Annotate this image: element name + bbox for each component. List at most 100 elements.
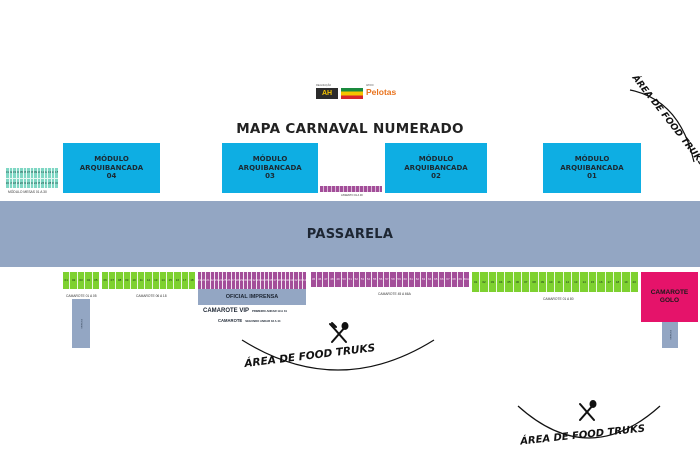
seat[interactable]: 11 <box>555 272 564 292</box>
seat[interactable]: 36 <box>269 272 274 289</box>
modulo-arquibancada-01[interactable]: MÓDULO ARQUIBANCADA 01 <box>543 143 641 193</box>
seat[interactable]: 26 <box>41 178 45 188</box>
seat[interactable]: 11 <box>138 272 146 289</box>
seat[interactable]: 03 <box>13 168 17 178</box>
seat[interactable]: 01 <box>472 272 481 292</box>
seat[interactable]: 20 <box>20 178 24 188</box>
seat[interactable]: 14 <box>160 272 168 289</box>
seat[interactable]: 16 <box>597 272 606 292</box>
seat[interactable]: 63 <box>421 272 428 287</box>
seat[interactable]: 30 <box>55 180 58 185</box>
seat[interactable]: 26 <box>227 272 232 289</box>
seat[interactable]: 28 <box>48 178 52 188</box>
seat[interactable]: 15 <box>55 170 58 175</box>
seat[interactable]: 40 <box>286 272 291 289</box>
seat[interactable]: 12 <box>45 168 49 178</box>
seat[interactable]: 06 <box>514 272 523 292</box>
seat[interactable]: 15 <box>589 272 598 292</box>
seat[interactable]: 17 <box>182 272 189 289</box>
seat[interactable]: 29 <box>240 272 245 289</box>
seat[interactable]: 12 <box>145 272 153 289</box>
seat[interactable]: 03 <box>78 272 86 289</box>
modulo-arquibancada-04[interactable]: MÓDULO ARQUIBANCADA 04 <box>63 143 160 193</box>
camarote-golo[interactable]: CAMAROTE GOLO <box>641 272 698 322</box>
seat[interactable]: 18 <box>614 272 623 292</box>
seat[interactable]: 18 <box>190 278 194 282</box>
seat[interactable]: 01 <box>6 168 10 178</box>
seat[interactable]: 56 <box>378 272 385 287</box>
seat[interactable]: 30 <box>244 272 249 289</box>
modulo-arquibancada-03[interactable]: MÓDULO ARQUIBANCADA 03 <box>222 143 318 193</box>
seat[interactable]: 08 <box>31 168 35 178</box>
seat[interactable]: 68 <box>452 272 458 287</box>
seat[interactable]: 05 <box>505 272 514 292</box>
seat[interactable]: 16 <box>174 272 182 289</box>
seat[interactable]: 33 <box>257 272 261 289</box>
seat[interactable]: 10 <box>547 272 556 292</box>
seat[interactable]: 61 <box>409 272 415 287</box>
seat[interactable]: 07 <box>27 168 31 178</box>
seat[interactable]: 22 <box>211 272 215 289</box>
seat[interactable]: 20 <box>632 279 636 284</box>
seat[interactable]: 10 <box>131 272 139 289</box>
seat[interactable]: 37 <box>273 272 278 289</box>
seat[interactable]: 15 <box>167 272 175 289</box>
seat[interactable]: 44 <box>302 278 306 282</box>
seat[interactable]: 47 <box>323 272 330 287</box>
seat[interactable]: 09 <box>124 272 131 289</box>
seat[interactable]: 45 <box>311 272 318 287</box>
seat[interactable]: 42 <box>294 272 299 289</box>
seat[interactable]: 06 <box>24 168 28 178</box>
seat[interactable]: 13 <box>48 168 52 178</box>
seat[interactable]: 03 <box>489 272 498 292</box>
seat[interactable]: 54 <box>366 272 373 287</box>
seat[interactable]: 11 <box>41 168 45 178</box>
seat[interactable]: 23 <box>215 272 219 289</box>
seat[interactable]: 18 <box>13 178 17 188</box>
seat[interactable]: 09 <box>539 272 548 292</box>
seat[interactable]: 12 <box>564 272 573 292</box>
seat[interactable]: 52 <box>354 272 360 287</box>
seat[interactable]: 34 <box>261 272 265 289</box>
seat[interactable]: 24 <box>219 272 224 289</box>
seat[interactable]: 17 <box>10 178 14 188</box>
seat[interactable]: 59 <box>397 272 403 287</box>
seat[interactable]: 14 <box>580 272 589 292</box>
seat[interactable]: 19 <box>198 272 203 289</box>
seat[interactable]: 60 <box>403 272 409 287</box>
seat[interactable]: 05 <box>20 168 24 178</box>
seat[interactable]: 66 <box>439 272 446 287</box>
seat[interactable]: 48 <box>329 272 336 287</box>
seat[interactable]: 32 <box>252 272 257 289</box>
small-seat-block[interactable] <box>320 186 382 192</box>
seat[interactable]: 66A <box>463 277 469 281</box>
seat[interactable]: 38 <box>278 272 282 289</box>
seat[interactable]: 50 <box>342 272 348 287</box>
seat[interactable]: 02 <box>10 168 14 178</box>
seat[interactable]: 04 <box>17 168 21 178</box>
seat[interactable]: 10 <box>38 168 42 178</box>
seat[interactable]: 65 <box>433 272 440 287</box>
seat[interactable]: 07 <box>522 272 531 292</box>
seat[interactable]: 39 <box>282 272 286 289</box>
seat[interactable]: 55 <box>372 272 379 287</box>
seat[interactable]: 06 <box>102 272 110 289</box>
seat[interactable]: 25 <box>223 272 228 289</box>
seat[interactable]: 16 <box>6 178 10 188</box>
seat[interactable]: 05 <box>94 278 98 282</box>
seat[interactable]: 02 <box>480 272 489 292</box>
seat[interactable]: 43 <box>299 272 303 289</box>
seat[interactable]: 13 <box>153 272 160 289</box>
seat[interactable]: 24 <box>34 178 38 188</box>
seat[interactable]: 14 <box>52 168 56 178</box>
seat[interactable]: 07 <box>109 272 117 289</box>
seat[interactable]: 31 <box>248 272 253 289</box>
seat[interactable]: 20 <box>202 272 207 289</box>
seat[interactable]: 08 <box>116 272 124 289</box>
seat[interactable]: 13 <box>572 272 581 292</box>
seat[interactable]: 53 <box>360 272 366 287</box>
